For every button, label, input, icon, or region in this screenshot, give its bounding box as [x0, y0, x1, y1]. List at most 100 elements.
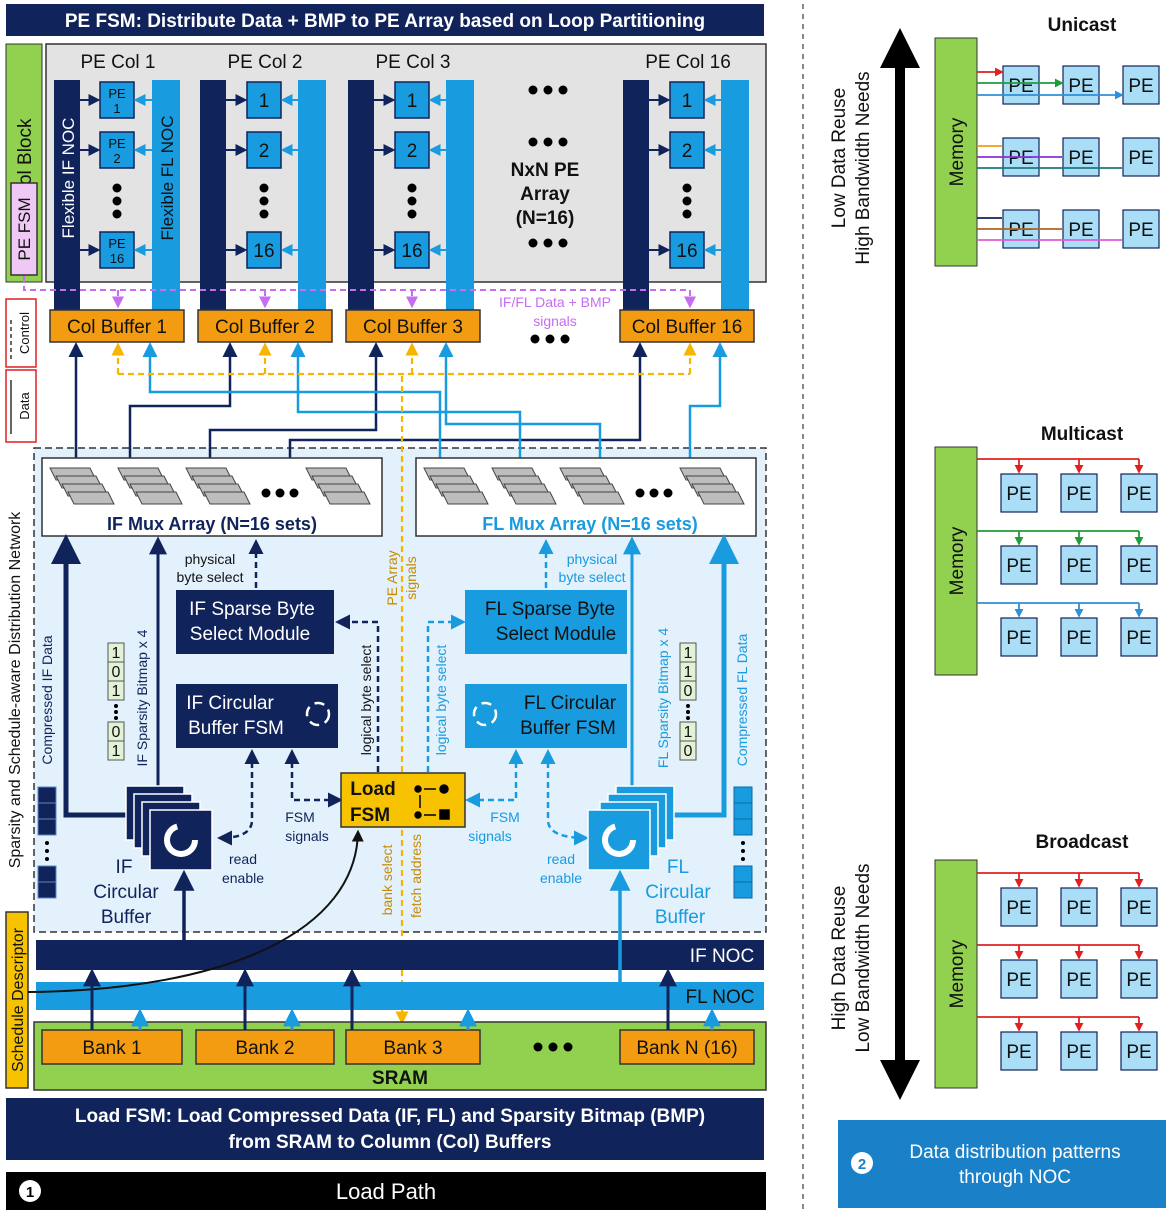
pe-col16-row2-num: 2	[682, 141, 693, 162]
col-buffer-2	[197, 309, 333, 343]
pe-col1-row2-num: 2	[113, 151, 120, 166]
if-mux-dot	[275, 488, 285, 498]
multicast-arrows	[977, 458, 1144, 618]
pe-col3-row16-num: 16	[401, 241, 422, 262]
if-mux-icons	[49, 467, 371, 505]
if-noc-label: IF NOC	[690, 946, 754, 967]
pe-label: PE	[1006, 898, 1031, 919]
if-circular-buffer-3: Buffer	[101, 907, 152, 928]
bank-dot	[533, 1042, 543, 1052]
stack-dot	[45, 857, 49, 861]
pe-label: PE	[1066, 970, 1091, 991]
array-dot	[558, 137, 568, 147]
unicast-memory	[934, 37, 978, 267]
if-bit-dot	[114, 704, 118, 708]
pe-col2-row16-num: 16	[253, 241, 274, 262]
if-read-enable-1: read	[229, 851, 257, 867]
bank-1-label: Bank 1	[82, 1038, 141, 1059]
if-mux-dot	[261, 488, 271, 498]
pe-col1-row1-num: 1	[113, 101, 120, 116]
pe-fsm-label: PE FSM	[15, 197, 34, 260]
fl-read-enable-2: enable	[540, 870, 582, 886]
fl-read-enable-1: read	[547, 851, 575, 867]
if-circular-buffer-1: IF	[116, 857, 133, 878]
pe-fsm-title-bar	[6, 4, 764, 36]
pe-label: PE	[1006, 1042, 1031, 1063]
bank-16-label: Bank N (16)	[636, 1038, 737, 1059]
fl-noc-col2	[298, 80, 326, 312]
if-sparse-label-2: Select Module	[190, 624, 310, 645]
fl-mux-dot	[663, 488, 673, 498]
pattern-caption-1: Data distribution patterns	[909, 1142, 1120, 1163]
array-label-2: Array	[520, 184, 570, 205]
stack-dot	[741, 849, 745, 853]
fl-bit-2: 0	[684, 683, 693, 700]
col-buffer-1	[49, 309, 185, 343]
if-bit-3: 0	[112, 724, 121, 741]
col2-dot	[259, 196, 269, 206]
array-dot	[558, 85, 568, 95]
pe-col2-row2	[246, 131, 282, 169]
pe-label: PE	[1068, 148, 1093, 169]
buffer-dot	[560, 334, 570, 344]
bank-select-label: bank select	[379, 844, 395, 915]
compressed-if-label: Compressed IF Data	[39, 635, 55, 764]
pe-label: PE	[1066, 628, 1091, 649]
pe-label: PE	[1068, 220, 1093, 241]
legend-control-label: Control	[17, 312, 32, 354]
pe-label: PE	[1126, 484, 1151, 505]
fl-sparse-byte-select	[465, 590, 627, 654]
fl-bit-4: 0	[684, 743, 693, 760]
pe-label: PE	[1066, 898, 1091, 919]
network-label: Sparsity and Schedule-aware Distribution…	[7, 511, 24, 869]
pe-col1-row2-label: PE	[108, 136, 126, 151]
fl-circular-buffer-3: Buffer	[655, 907, 706, 928]
load-path-num: 1	[26, 1184, 34, 1201]
fl-cycle-icon	[472, 701, 498, 727]
fetch-address-label: fetch address	[408, 834, 424, 918]
array-dot	[558, 238, 568, 248]
pe-col3-row2-num: 2	[407, 141, 418, 162]
network-control-arrows	[217, 539, 589, 846]
pe-label: PE	[1066, 1042, 1091, 1063]
if-fsm-signals-1: FSM	[285, 809, 315, 825]
legend-control	[5, 298, 37, 368]
pe-row-arrows	[80, 94, 721, 256]
fl-circular-buffer-2: Circular	[645, 882, 711, 903]
pe-col16-row1-num: 1	[682, 91, 693, 112]
pe-col3-row1-num: 1	[407, 91, 418, 112]
if-noc-col16	[623, 80, 649, 312]
if-bit-dot	[114, 716, 118, 720]
if-bitmap	[107, 642, 125, 761]
pe-col2-row2-num: 2	[259, 141, 270, 162]
col-buffer-3	[345, 309, 481, 343]
pe-col2-row1-num: 1	[259, 91, 270, 112]
multicast-memory	[934, 446, 978, 676]
bank-3	[345, 1029, 481, 1065]
pe-col1-row16-num: 16	[110, 251, 124, 266]
pe-label: PE	[1128, 76, 1153, 97]
if-bit-dot	[114, 710, 118, 714]
col1-dot	[112, 209, 122, 219]
pe-col1-row1-label: PE	[108, 86, 126, 101]
if-sparse-byte-select	[176, 590, 334, 654]
fl-noc-label: FL NOC	[686, 987, 755, 1008]
load-fsm-desc-bar	[6, 1098, 764, 1160]
if-fsm-signals-2: signals	[285, 828, 329, 844]
if-refresh-icon	[164, 823, 198, 857]
if-data-stack	[37, 786, 57, 899]
pe-fsm-title: PE FSM: Distribute Data + BMP to PE Arra…	[65, 11, 705, 32]
if-circular-buffer-2: Circular	[93, 882, 159, 903]
axis-bottom-1: High Data Reuse	[829, 886, 850, 1031]
col-buffer-2-label: Col Buffer 2	[215, 317, 315, 338]
if-circ-fsm-label-1: IF Circular	[186, 693, 274, 714]
pe-label: PE	[1126, 1042, 1151, 1063]
pe-col-1-title: PE Col 1	[81, 52, 156, 73]
unicast-memory-label: Memory	[947, 117, 968, 186]
if-noc-col2	[200, 80, 226, 312]
load-fsm-label-2: FSM	[350, 805, 390, 826]
pattern-badge	[851, 1152, 873, 1174]
pe-col16-row2	[669, 131, 705, 169]
fl-physical-byte-select-1: physical	[567, 551, 618, 567]
if-bitmap-label: IF Sparsity Bitmap x 4	[134, 629, 150, 766]
